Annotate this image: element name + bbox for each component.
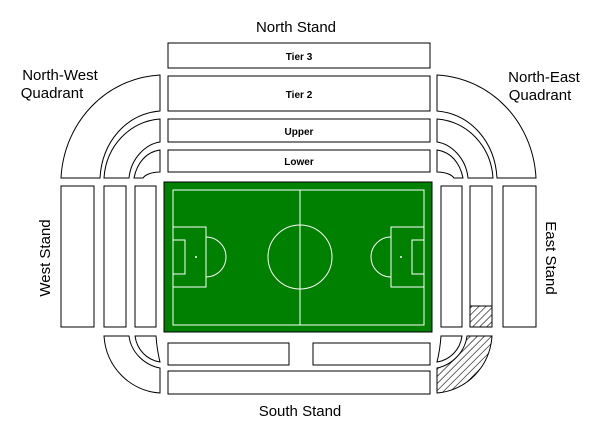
east-middle-block[interactable]: [469, 185, 493, 307]
north-upper-block[interactable]: [167, 118, 431, 143]
north-west-inner-block[interactable]: [133, 149, 161, 179]
north-tier2-block[interactable]: [167, 75, 431, 112]
north-east-outer-block[interactable]: [436, 74, 537, 179]
west-inner-block[interactable]: [134, 185, 157, 328]
south-west-outer-block[interactable]: [103, 335, 161, 394]
east-inner-block[interactable]: [440, 185, 463, 328]
left-penalty-spot: [195, 256, 197, 258]
south-inner-left-block[interactable]: [167, 342, 290, 366]
north-east-quadrant-label-2: Quadrant: [509, 87, 572, 104]
right-goal-area: [411, 239, 425, 275]
north-west-outer-block[interactable]: [60, 74, 161, 179]
south-stand-label: South Stand: [259, 403, 342, 420]
left-goal-area: [172, 239, 186, 275]
west-stand-label: West Stand: [37, 219, 54, 296]
west-middle-block[interactable]: [103, 185, 127, 328]
south-east-outer-hatched-block[interactable]: [436, 335, 493, 394]
east-middle-hatched-block[interactable]: [469, 305, 493, 328]
north-east-quadrant-label-1: North-East: [508, 69, 581, 86]
north-west-middle-block[interactable]: [103, 118, 161, 179]
north-tier3-label: Tier 3: [286, 52, 313, 63]
right-penalty-spot: [400, 256, 402, 258]
north-lower-block[interactable]: [167, 149, 431, 173]
north-upper-label: Upper: [285, 127, 314, 138]
south-east-inner-block[interactable]: [436, 335, 463, 363]
north-stand-label: North Stand: [256, 19, 336, 36]
left-penalty-arc: [205, 236, 227, 278]
pitch: [163, 181, 433, 333]
east-stand-label: East Stand: [542, 221, 559, 294]
north-lower-label: Lower: [284, 157, 314, 168]
north-west-quadrant-label-2: Quadrant: [21, 85, 84, 102]
north-tier2-label: Tier 2: [286, 90, 313, 101]
north-east-inner-block[interactable]: [436, 149, 464, 179]
north-tier3-block[interactable]: [167, 42, 431, 69]
right-penalty-arc: [370, 236, 392, 278]
west-outer-block[interactable]: [60, 185, 95, 328]
east-outer-block[interactable]: [502, 185, 537, 328]
centre-circle: [267, 224, 333, 290]
north-east-middle-block[interactable]: [436, 118, 494, 179]
south-inner-right-block[interactable]: [312, 342, 431, 366]
north-west-quadrant-label-1: North-West: [22, 67, 98, 84]
south-west-inner-block[interactable]: [134, 335, 161, 363]
south-outer-block[interactable]: [167, 370, 431, 395]
